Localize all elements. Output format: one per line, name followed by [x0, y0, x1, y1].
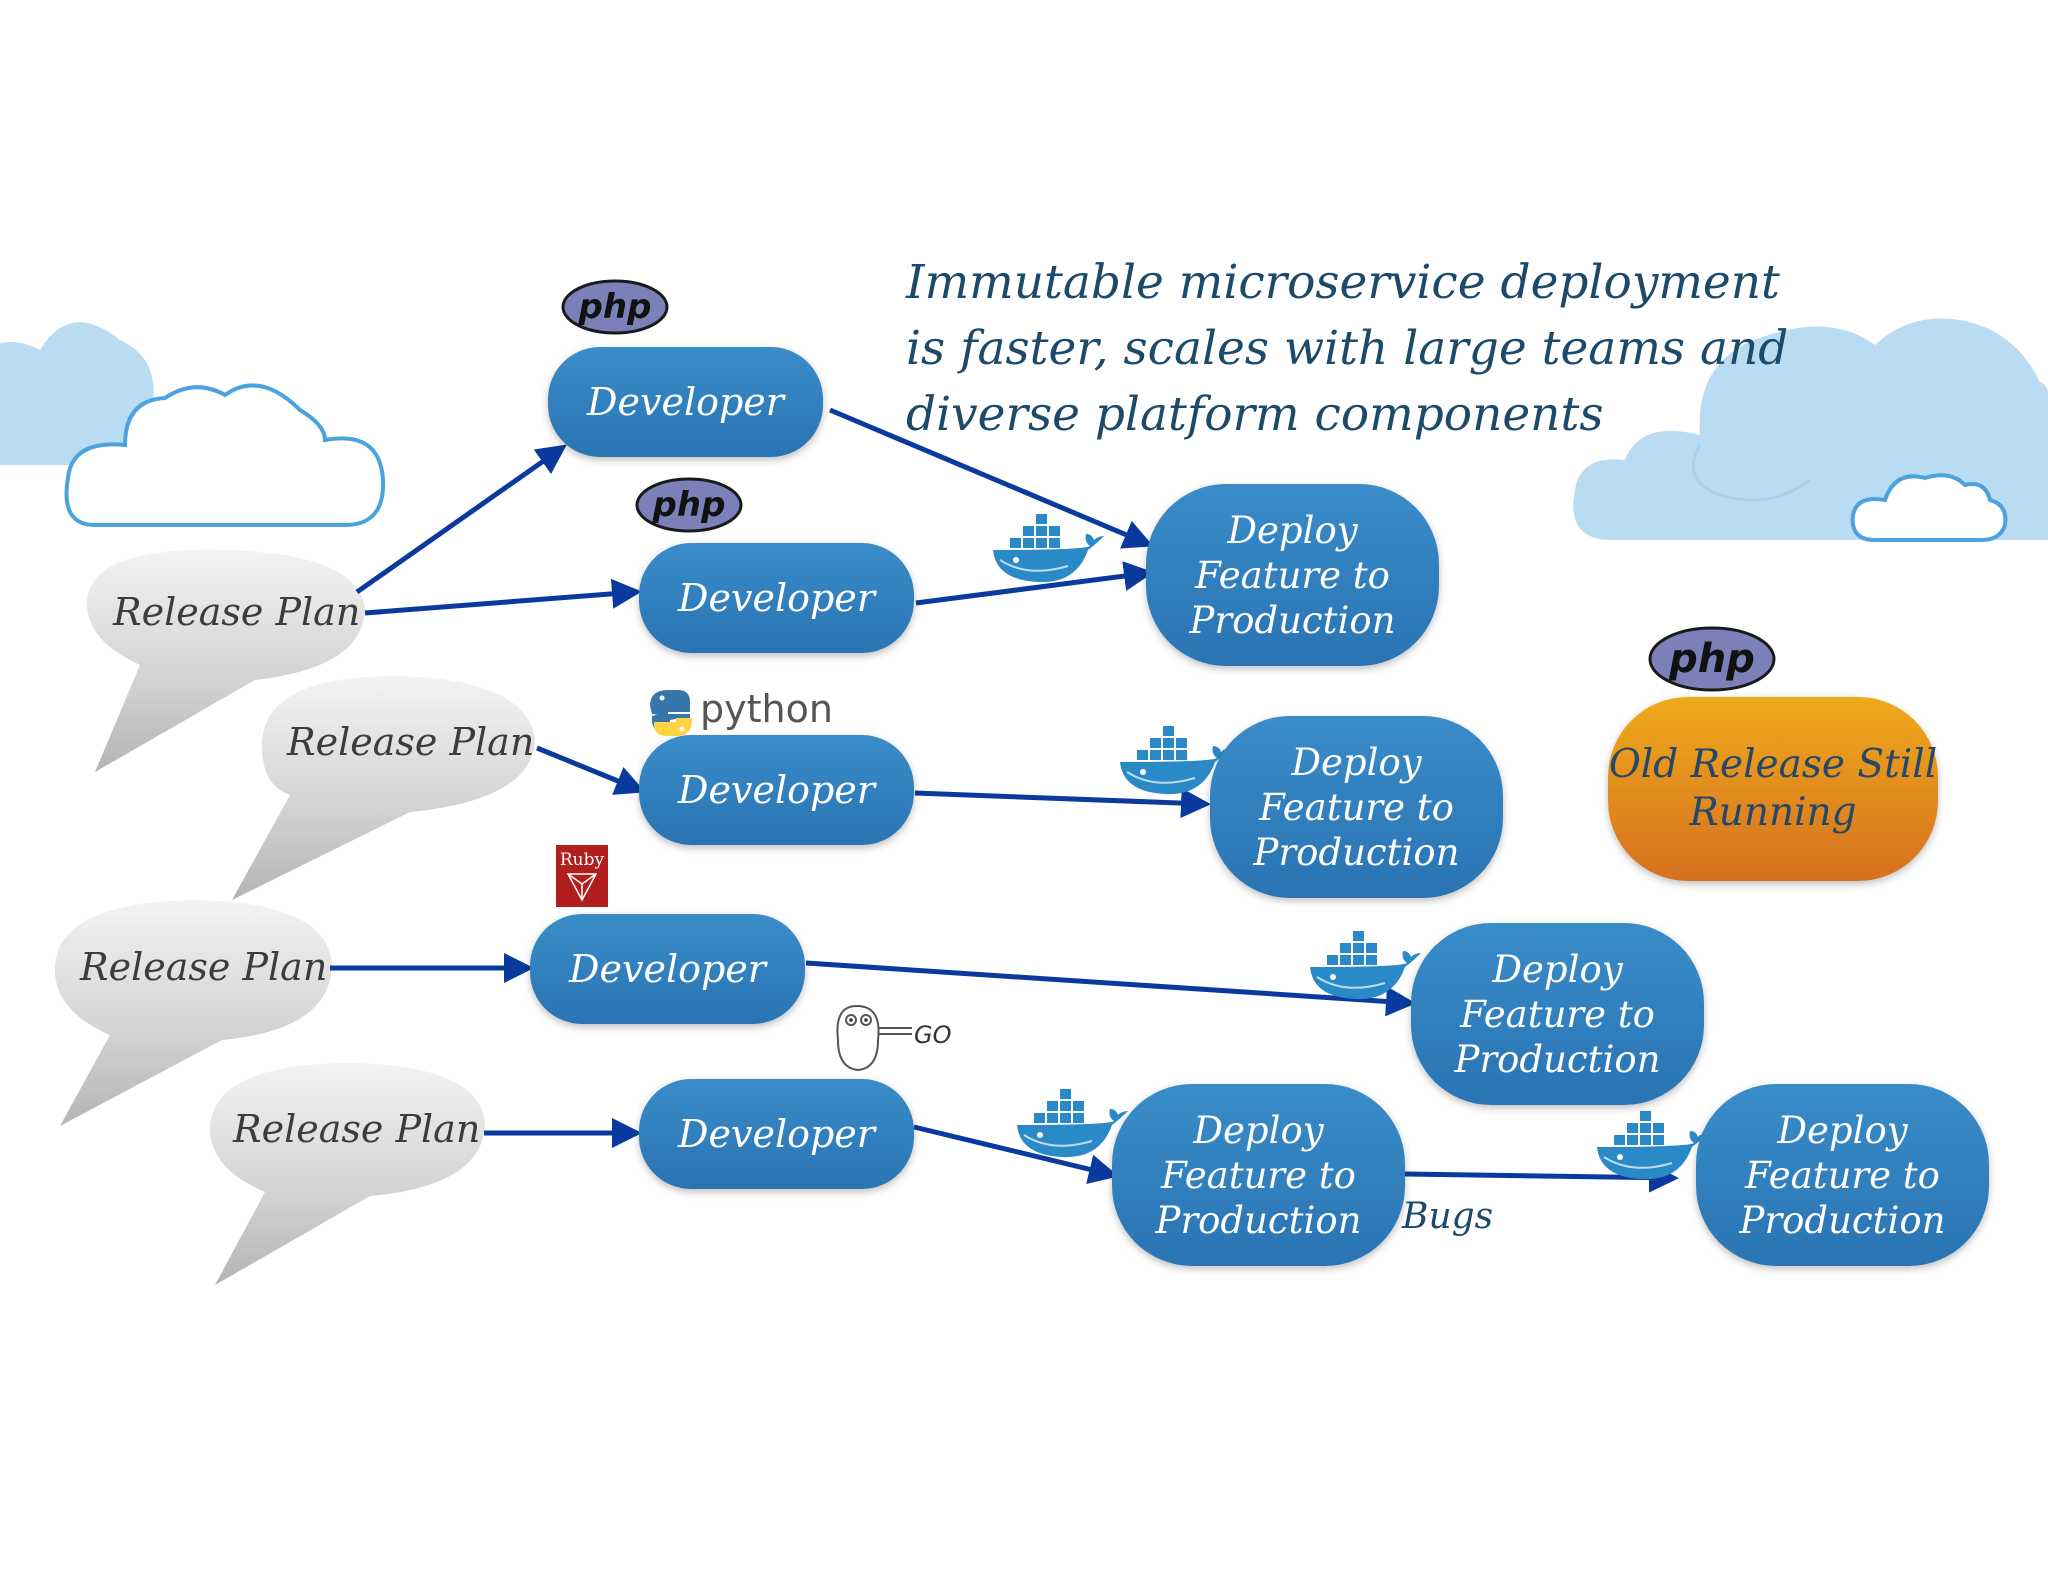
deploy-label-line: Deploy [1492, 947, 1623, 991]
ruby-logo-text: Ruby [560, 850, 605, 870]
deploy-label-line: Feature to [1195, 553, 1390, 597]
developer-node: Developer [530, 914, 805, 1024]
docker-whale-icon [1596, 1110, 1709, 1181]
developer-label: Developer [678, 576, 875, 620]
old-release-label-line: Old Release Still [1608, 742, 1938, 787]
ruby-logo-icon: Ruby [556, 845, 608, 907]
flow-arrow [805, 960, 1416, 1017]
developer-node: Developer [639, 543, 914, 653]
python-logo-text: python [700, 687, 833, 731]
deploy-label-line: Production [1155, 1198, 1362, 1242]
php-logo-text: php [1668, 636, 1755, 682]
release-plan-label: Release Plan [287, 720, 535, 764]
flow-arrow [829, 407, 1154, 549]
release-plan-label: Release Plan [80, 945, 328, 989]
deploy-label-line: Production [1189, 598, 1396, 642]
deploy-label-line: Feature to [1161, 1153, 1356, 1197]
cloud-icon [0, 322, 154, 465]
release-plan-bubble [86, 549, 366, 772]
deploy-label-line: Feature to [1745, 1153, 1940, 1197]
docker-whale-icon [1016, 1088, 1129, 1159]
developer-node: Developer [548, 347, 823, 457]
developer-label: Developer [678, 768, 875, 812]
developer-node: Developer [639, 735, 914, 845]
developer-label: Developer [569, 947, 766, 991]
deploy-label-line: Deploy [1193, 1108, 1324, 1152]
cloud-icon [64, 383, 386, 527]
flow-arrow [355, 444, 567, 595]
flow-arrow [915, 561, 1154, 606]
docker-whale-icon [1309, 930, 1422, 1001]
php-logo-text: php [652, 485, 726, 525]
flow-arrow [914, 788, 1211, 819]
go-gopher-icon: GO [836, 1004, 952, 1072]
release-plan-label: Release Plan [113, 590, 361, 634]
developer-node: Developer [639, 1079, 914, 1189]
deploy-label-line: Deploy [1291, 740, 1422, 784]
go-logo-text: GO [914, 1021, 952, 1049]
php-logo-icon: php [1648, 626, 1776, 692]
deploy-label-line: Deploy [1777, 1108, 1908, 1152]
deploy-label-line: Feature to [1460, 992, 1655, 1036]
cloud-icon [1850, 473, 2008, 542]
deploy-label-line: Production [1454, 1037, 1661, 1081]
headline-line-1: Immutable microservice deployment [906, 255, 1780, 310]
headline-line-2: is faster, scales with large teams and [906, 321, 1789, 376]
php-logo-icon: php [635, 477, 743, 533]
deploy-label-line: Deploy [1227, 508, 1358, 552]
release-plan-bubble [232, 675, 535, 900]
old-release-label-line: Running [1689, 790, 1857, 835]
python-logo-icon: python [650, 687, 833, 736]
flow-arrow [913, 1124, 1119, 1184]
deploy-label-line: Production [1253, 830, 1460, 874]
bugs-label: Bugs [1402, 1196, 1494, 1237]
headline-line-3: diverse platform components [906, 387, 1604, 442]
php-logo-text: php [578, 287, 652, 327]
release-plan-bubble [54, 900, 333, 1126]
developer-label: Developer [678, 1112, 875, 1156]
docker-whale-icon [992, 513, 1105, 584]
deploy-label-line: Feature to [1259, 785, 1454, 829]
release-plan-bubble [209, 1063, 486, 1285]
flow-arrow [364, 578, 642, 616]
developer-label: Developer [587, 380, 784, 424]
release-plan-label: Release Plan [233, 1107, 481, 1151]
php-logo-icon: php [561, 279, 669, 335]
deploy-label-line: Production [1739, 1198, 1946, 1242]
flow-arrow [536, 745, 646, 795]
